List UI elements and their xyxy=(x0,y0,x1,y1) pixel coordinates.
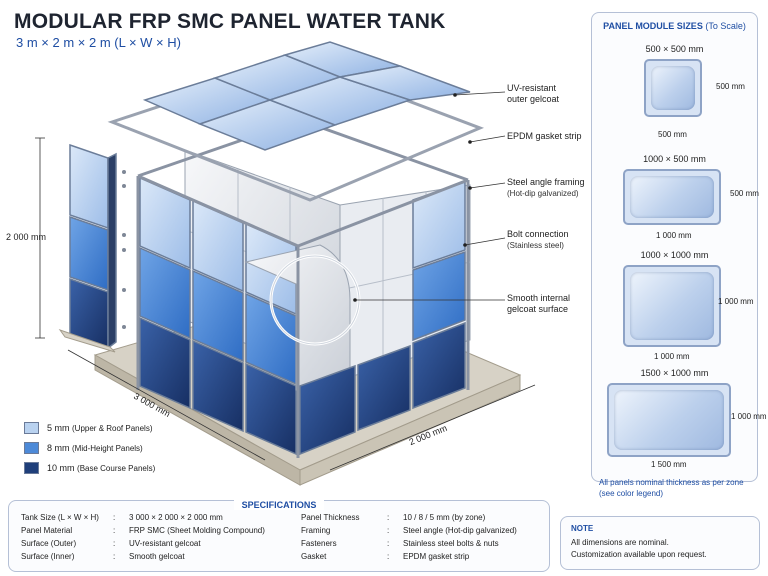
legend-swatch xyxy=(24,442,39,454)
module-1000x1000-panel xyxy=(623,265,721,347)
spec-row: Framing xyxy=(301,526,331,535)
spec-row: Gasket xyxy=(301,552,327,561)
page-subtitle: 3 m × 2 m × 2 m (L × W × H) xyxy=(16,35,181,50)
spec-row: Tank Size (L × W × H) xyxy=(21,513,99,522)
spec-row: Surface (Inner) xyxy=(21,552,75,561)
spec-row: Panel Material xyxy=(21,526,73,535)
note-box: NOTE All dimensions are nominal. Customi… xyxy=(560,516,760,570)
panel-sizes-footnote: All panels nominal thickness as per zone… xyxy=(599,478,744,498)
module-1000x500-label: 1000 × 500 mm xyxy=(643,154,706,164)
module-500x500-label: 500 × 500 mm xyxy=(645,44,704,54)
spec-row: Panel Thickness xyxy=(301,513,360,522)
spec-value: Smooth gelcoat xyxy=(129,552,185,561)
spec-row: Surface (Outer) xyxy=(21,539,77,548)
spec-value: EPDM gasket strip xyxy=(403,552,470,561)
page-title: MODULAR FRP SMC PANEL WATER TANK xyxy=(14,10,446,33)
roof-panels xyxy=(142,41,471,151)
panel-sizes-box: PANEL MODULE SIZES (To Scale) 500 × 500 … xyxy=(591,12,767,482)
module-500x500-panel xyxy=(644,59,702,117)
tank-illustration xyxy=(35,41,536,486)
specifications-title: SPECIFICATIONS xyxy=(233,500,325,510)
panel-sizes-title: PANEL MODULE SIZES (To Scale) xyxy=(603,21,746,31)
spec-value: Steel angle (Hot-dip galvanized) xyxy=(403,526,517,535)
callout-framing: Steel angle framing(Hot-dip galvanized) xyxy=(507,177,585,198)
callout-bolt: Bolt connection(Stainless steel) xyxy=(507,229,569,250)
legend-item-10mm: 10 mm (Base Course Panels) xyxy=(24,462,155,474)
legend-swatch xyxy=(24,462,39,474)
legend-swatch xyxy=(24,422,39,434)
spec-value: 10 / 8 / 5 mm (by zone) xyxy=(403,513,486,522)
note-line: Customization available upon request. xyxy=(571,550,707,559)
spec-value: UV-resistant gelcoat xyxy=(129,539,201,548)
detached-panel-column xyxy=(69,143,117,350)
specifications-box: SPECIFICATIONS Tank Size (L × W × H) : 3… xyxy=(8,500,550,572)
module-1500x1000-panel xyxy=(607,383,731,457)
spec-value: 3 000 × 2 000 × 2 000 mm xyxy=(129,513,223,522)
module-1500x1000-label: 1500 × 1000 mm xyxy=(640,368,709,378)
note-title: NOTE xyxy=(571,524,594,533)
module-1000x1000-label: 1000 × 1000 mm xyxy=(640,250,709,260)
spec-value: Stainless steel bolts & nuts xyxy=(403,539,499,548)
module-1000x500-panel xyxy=(623,169,721,225)
legend-item-5mm: 5 mm (Upper & Roof Panels) xyxy=(24,422,153,434)
spec-value: FRP SMC (Sheet Molding Compound) xyxy=(129,526,265,535)
callout-gasket: EPDM gasket strip xyxy=(507,131,582,141)
height-dimension: 2 000 mm xyxy=(6,232,47,242)
spec-row: Fasteners xyxy=(301,539,337,548)
note-line: All dimensions are nominal. xyxy=(571,538,669,547)
legend-item-8mm: 8 mm (Mid-Height Panels) xyxy=(24,442,143,454)
